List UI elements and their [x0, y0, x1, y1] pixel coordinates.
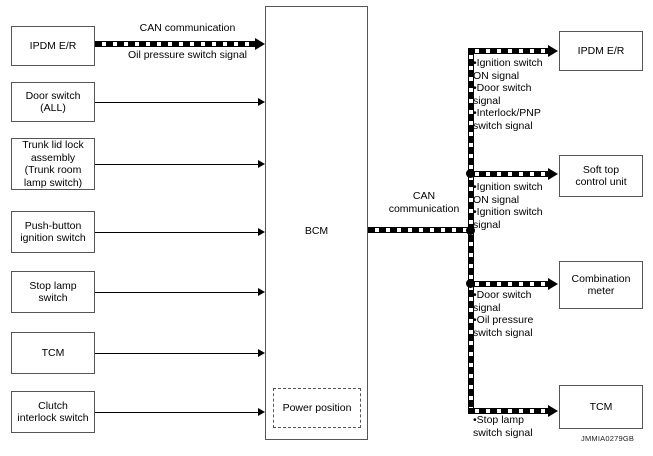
input-link-tcm — [95, 353, 258, 354]
input-box-label: Clutch interlock switch — [17, 399, 89, 425]
can-bus-from-bcm — [368, 227, 474, 233]
oil-pressure-switch-signal-label: Oil pressure switch signal — [127, 49, 248, 61]
output-box-ipdm-er[interactable]: IPDM E/R — [559, 31, 643, 71]
signal-list-combination-meter: •Door switch signal •Oil pressure switch… — [473, 289, 534, 339]
power-position-label: Power position — [282, 402, 352, 414]
can-branch-to-tcm — [468, 408, 548, 414]
input-link-arrowhead — [258, 160, 265, 168]
bcm-label: BCM — [304, 225, 329, 237]
input-link-arrowhead — [258, 349, 265, 357]
input-link-arrowhead — [258, 288, 265, 296]
input-box-label: Stop lamp switch — [29, 279, 77, 305]
input-link-trunk-lid-lock — [95, 164, 258, 165]
output-box-tcm[interactable]: TCM — [559, 385, 643, 429]
input-box-stop-lamp-switch[interactable]: Stop lamp switch — [11, 271, 95, 313]
can-junction-dot — [466, 226, 475, 235]
can-branch-arrowhead — [548, 45, 558, 57]
input-box-label: TCM — [41, 346, 65, 359]
output-box-label: IPDM E/R — [577, 44, 625, 57]
can-branch-to-combination-meter — [468, 281, 548, 287]
input-box-tcm[interactable]: TCM — [11, 332, 95, 374]
signal-list-soft-top-control-unit: •Ignition switch ON signal •Ignition swi… — [473, 181, 543, 231]
can-communication-input-label: CAN communication — [139, 22, 236, 34]
input-box-label: Trunk lid lock assembly (Trunk room lamp… — [22, 139, 84, 189]
signal-list-tcm: •Stop lamp switch signal — [473, 414, 533, 439]
output-box-label: TCM — [589, 400, 613, 413]
can-branch-arrowhead — [548, 405, 558, 417]
input-box-ipdm-er[interactable]: IPDM E/R — [11, 26, 95, 66]
input-link-door-switch — [95, 102, 258, 103]
output-box-label: Combination meter — [571, 272, 631, 298]
input-link-arrowhead — [258, 228, 265, 236]
input-link-clutch-interlock — [95, 412, 258, 413]
output-box-soft-top-control-unit[interactable]: Soft top control unit — [559, 155, 643, 197]
can-branch-arrowhead — [548, 278, 558, 290]
can-communication-bus-label: CAN communication — [388, 190, 460, 215]
input-link-arrowhead — [258, 408, 265, 416]
power-position-box[interactable]: Power position — [273, 388, 361, 428]
input-box-push-button-ignition-switch[interactable]: Push-button ignition switch — [11, 211, 95, 253]
input-box-trunk-lid-lock-assembly[interactable]: Trunk lid lock assembly (Trunk room lamp… — [11, 138, 95, 190]
can-branch-to-soft-top-control-unit — [468, 171, 548, 177]
input-box-label: Door switch (ALL) — [25, 89, 81, 115]
can-link-arrowhead — [255, 38, 265, 50]
input-box-label: IPDM E/R — [29, 39, 77, 52]
can-branch-to-ipdm-er — [468, 48, 548, 54]
figure-id-code: JMMIA0279GB — [581, 434, 635, 443]
signal-list-ipdm-er: •Ignition switch ON signal •Door switch … — [473, 57, 543, 132]
input-box-clutch-interlock-switch[interactable]: Clutch interlock switch — [11, 391, 95, 433]
input-box-door-switch[interactable]: Door switch (ALL) — [11, 82, 95, 122]
can-branch-arrowhead — [548, 168, 558, 180]
output-box-label: Soft top control unit — [575, 163, 627, 189]
input-link-stop-lamp-switch — [95, 292, 258, 293]
input-link-push-button-ignition — [95, 232, 258, 233]
output-box-combination-meter[interactable]: Combination meter — [559, 261, 643, 309]
can-link-ipdm-to-bcm — [95, 41, 255, 47]
bcm-box[interactable]: BCM Power position — [265, 6, 368, 440]
input-box-label: Push-button ignition switch — [20, 219, 86, 245]
input-link-arrowhead — [258, 98, 265, 106]
